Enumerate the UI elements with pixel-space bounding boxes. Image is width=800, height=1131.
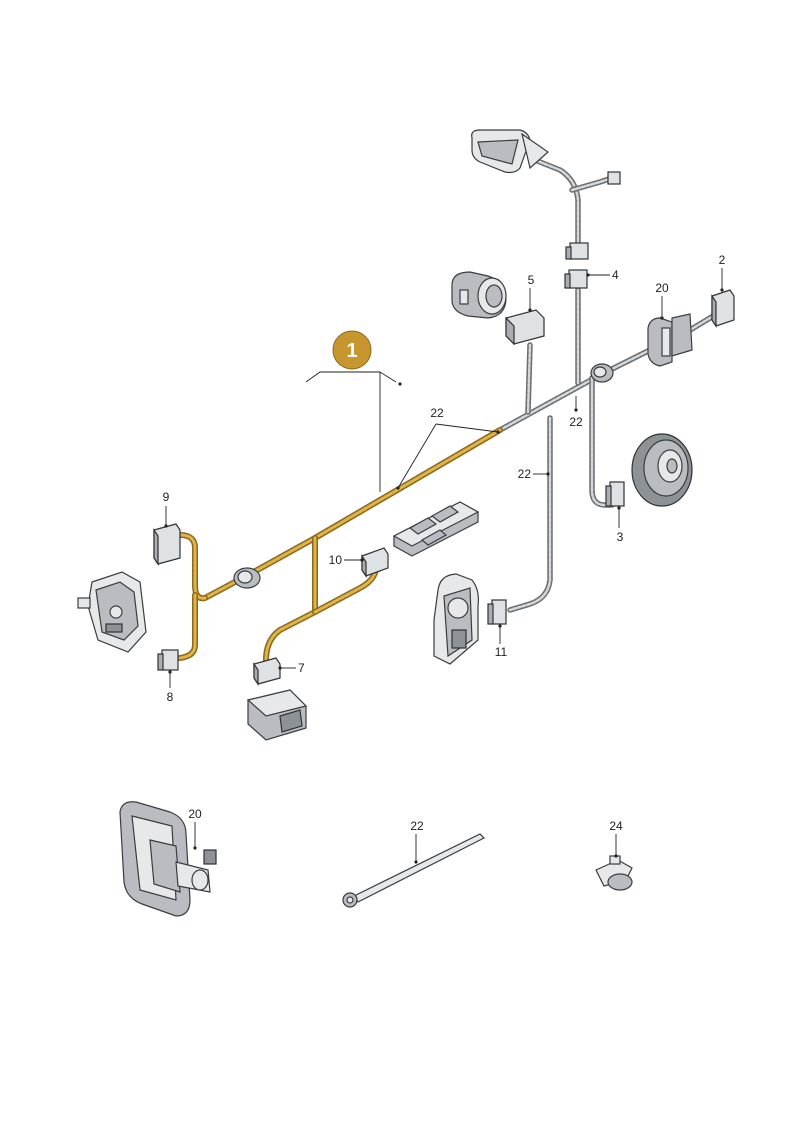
callout-8: 8 bbox=[167, 690, 174, 704]
main-part-number: 1 bbox=[346, 340, 357, 362]
callout-22-top: 22 bbox=[430, 406, 444, 420]
callout-24: 24 bbox=[609, 819, 623, 833]
connector-3 bbox=[605, 481, 625, 507]
callout-3: 3 bbox=[617, 530, 624, 544]
window-motor bbox=[433, 573, 479, 665]
highlighted-harness bbox=[177, 427, 503, 663]
callout-22-right: 22 bbox=[569, 415, 583, 429]
callout-22-mid: 22 bbox=[518, 467, 532, 481]
callout-2: 2 bbox=[719, 253, 726, 267]
connector-2 bbox=[711, 289, 735, 328]
connector-5 bbox=[505, 309, 545, 346]
door-lock bbox=[77, 571, 147, 653]
interior-switch bbox=[246, 689, 308, 741]
callout-22-lower: 22 bbox=[410, 819, 424, 833]
mirror-plug bbox=[607, 171, 621, 185]
mirror-connector bbox=[565, 242, 589, 260]
door-grommet bbox=[647, 313, 693, 367]
connector-7 bbox=[253, 657, 281, 686]
callout-9: 9 bbox=[163, 490, 170, 504]
callout-11: 11 bbox=[495, 645, 508, 659]
window-switch-module bbox=[392, 501, 480, 557]
connector-11 bbox=[487, 599, 507, 625]
harness-grommet-right bbox=[590, 363, 614, 383]
tweeter-speaker bbox=[451, 271, 507, 319]
callout-10: 10 bbox=[329, 553, 343, 567]
door-speaker bbox=[631, 433, 693, 507]
connector-9 bbox=[153, 523, 181, 566]
connector-10 bbox=[361, 547, 389, 578]
connector-4 bbox=[564, 269, 588, 289]
grommet-part bbox=[119, 801, 217, 917]
main-part-badge: 1 bbox=[305, 330, 402, 492]
callout-7: 7 bbox=[298, 661, 305, 675]
callout-labels: 2 3 4 5 7 8 9 10 11 20 22 22 22 20 22 24 bbox=[163, 253, 726, 833]
callout-5: 5 bbox=[528, 273, 535, 287]
gray-harness bbox=[497, 157, 718, 613]
callout-4: 4 bbox=[612, 268, 619, 282]
callout-20-lower: 20 bbox=[188, 807, 202, 821]
connector-8 bbox=[157, 649, 179, 671]
harness-grommet-left bbox=[233, 567, 261, 589]
cable-tie bbox=[342, 833, 486, 908]
clip bbox=[595, 855, 633, 891]
side-mirror bbox=[471, 129, 549, 174]
callout-leaders bbox=[164, 268, 724, 864]
callout-20: 20 bbox=[655, 281, 669, 295]
